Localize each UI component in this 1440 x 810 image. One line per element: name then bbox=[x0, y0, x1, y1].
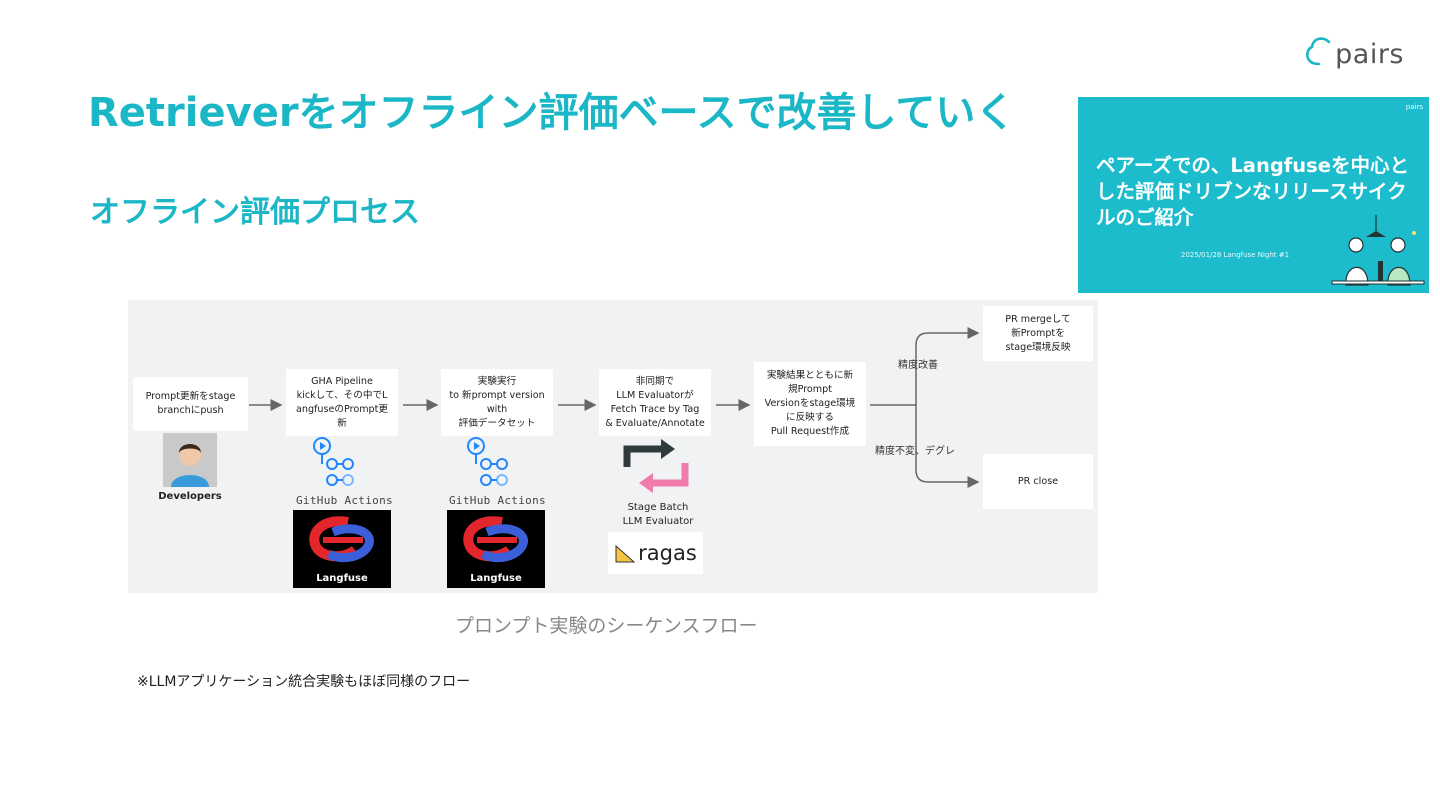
presentation-thumbnail: pairs ペアーズでの、Langfuseを中心とした評価ドリブンなリリースサイ… bbox=[1078, 97, 1429, 293]
slide-title: Retrieverをオフライン評価ベースで改善していく bbox=[88, 90, 1016, 136]
langfuse-logo: Langfuse bbox=[293, 510, 391, 588]
step-pr-merge: PR mergeして 新Promptを stage環境反映 bbox=[983, 306, 1093, 361]
stage-batch-label: Stage Batch LLM Evaluator bbox=[622, 502, 694, 527]
github-actions-icon bbox=[313, 437, 354, 486]
footnote: ※LLMアプリケーション統合実験もほぼ同様のフロー bbox=[137, 674, 471, 690]
developer-avatar bbox=[163, 433, 217, 487]
step-pr-close: PR close bbox=[983, 454, 1093, 509]
developers-label: Developers bbox=[158, 491, 222, 502]
branch-label-regress: 精度不変、デグレ bbox=[875, 446, 955, 457]
langfuse-label: Langfuse bbox=[470, 573, 522, 584]
github-actions-label: GitHub Actions bbox=[296, 494, 393, 507]
sequence-flow-diagram: Prompt更新をstage branchにpush GHA Pipeline … bbox=[128, 300, 1098, 593]
langfuse-logo: Langfuse bbox=[447, 510, 545, 588]
branch-label-improve: 精度改善 bbox=[898, 360, 938, 371]
refresh-cycle-icon bbox=[623, 439, 689, 493]
ragas-label: ragas bbox=[638, 541, 697, 565]
langfuse-label: Langfuse bbox=[316, 573, 368, 584]
slide-subtitle: オフライン評価プロセス bbox=[90, 195, 420, 230]
cloud-logo-icon bbox=[1306, 37, 1331, 66]
step-gha-pipeline: GHA Pipeline kickして、その中でL angfuseのPrompt… bbox=[286, 369, 398, 436]
thumbnail-logo: pairs bbox=[1405, 103, 1423, 111]
langfuse-knot-icon bbox=[463, 516, 528, 563]
step-llm-evaluator: 非同期で LLM Evaluatorが Fetch Trace by Tag &… bbox=[599, 369, 711, 436]
github-actions-label: GitHub Actions bbox=[449, 494, 546, 507]
thumbnail-title: ペアーズでの、Langfuseを中心とした評価ドリブンなリリースサイクルのご紹介 bbox=[1096, 154, 1409, 229]
step-create-pr: 実験結果とともに新 規Prompt Versionをstage環境 に反映する … bbox=[754, 362, 866, 446]
person-icon bbox=[171, 444, 209, 487]
ragas-logo: ragas bbox=[608, 532, 703, 574]
ragas-triangle-icon bbox=[615, 544, 636, 563]
step-run-experiment: 実験実行 to 新prompt version with 評価データセット bbox=[441, 369, 553, 436]
thumbnail-date: 2025/01/28 Langfuse Night #1 bbox=[1181, 251, 1290, 259]
logo-wordmark: pairs bbox=[1335, 38, 1404, 70]
diagram-caption: プロンプト実験のシーケンスフロー bbox=[455, 615, 758, 637]
github-actions-icon bbox=[467, 437, 508, 486]
langfuse-knot-icon bbox=[309, 516, 374, 563]
flow-arrows bbox=[249, 327, 980, 488]
step-push: Prompt更新をstage branchにpush bbox=[133, 377, 248, 431]
pairs-logo: pairs bbox=[1305, 34, 1404, 74]
people-illustration-icon bbox=[1331, 215, 1425, 286]
